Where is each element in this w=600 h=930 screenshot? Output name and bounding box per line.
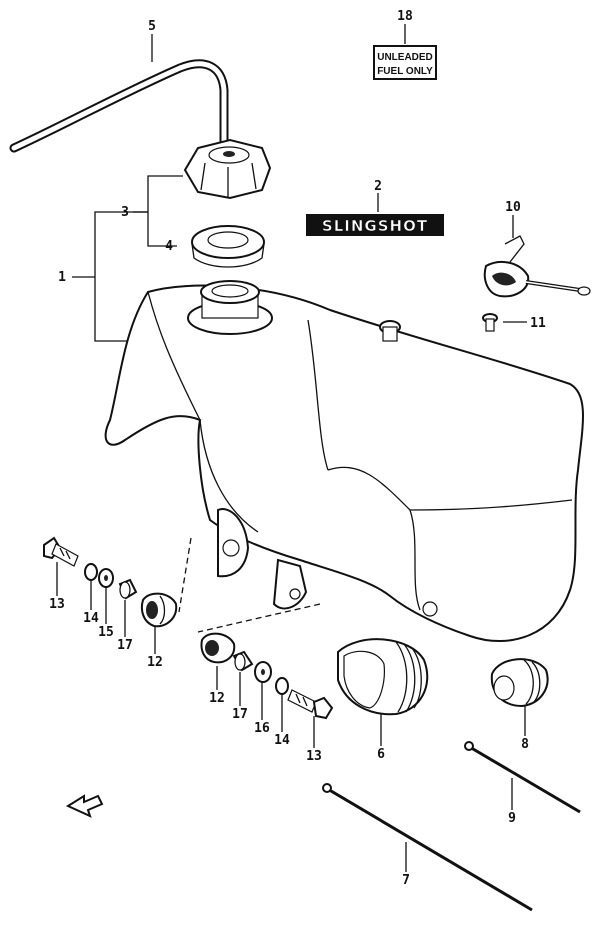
leader-lines: [56, 24, 527, 872]
callout-5: 5: [148, 19, 156, 34]
bolt-bottom: [287, 689, 334, 720]
callout-11: 11: [530, 316, 546, 331]
fuel-cap: [183, 138, 272, 200]
callout-18: 18: [397, 9, 413, 24]
callout-1: 1: [58, 270, 66, 285]
callout-17-left: 17: [117, 638, 133, 653]
cushion-left: [140, 592, 178, 628]
rear-cushion: [490, 658, 549, 708]
callout-numbers: 5 18 2 10 3 4 1 11 13 14 15 17 12 12 17 …: [49, 9, 546, 888]
callout-17-bottom: 17: [232, 707, 248, 722]
bolt-left: [43, 536, 79, 567]
flat-washer-bottom: [254, 661, 272, 683]
callout-13-left: 13: [49, 597, 65, 612]
fuel-tank: [104, 280, 584, 643]
left-mounting-hardware: [43, 536, 178, 628]
decal-line-1: UNLEADED: [377, 52, 433, 63]
front-direction-arrow-icon: [65, 794, 104, 818]
callout-12-bottom: 12: [209, 691, 225, 706]
callout-12-left: 12: [147, 655, 163, 670]
unleaded-fuel-decal: UNLEADED FUEL ONLY: [373, 45, 437, 80]
callout-9: 9: [508, 811, 516, 826]
fuel-cock-screw: [482, 313, 498, 332]
tank-strap-long: [322, 783, 533, 912]
bottom-mounting-hardware: [200, 632, 334, 720]
breather-hose: [9, 59, 229, 153]
flat-washer-left: [98, 568, 114, 588]
tank-strap-short: [464, 741, 581, 814]
collar-left: [118, 578, 138, 600]
callout-2: 2: [374, 179, 382, 194]
callout-3: 3: [121, 205, 129, 220]
fuel-cock: [483, 235, 591, 298]
callout-4: 4: [165, 239, 173, 254]
lock-washer-left: [84, 563, 98, 581]
callout-14-left: 14: [83, 611, 99, 626]
callout-10: 10: [505, 200, 521, 215]
cap-gasket: [191, 225, 265, 268]
decal-line-2: FUEL ONLY: [377, 66, 433, 77]
collar-bottom: [232, 650, 254, 672]
callout-14-bottom: 14: [274, 733, 290, 748]
callout-8: 8: [521, 737, 529, 752]
callout-13-bottom: 13: [306, 749, 322, 764]
lock-washer-bottom: [275, 677, 289, 695]
callout-15: 15: [98, 625, 114, 640]
callout-6: 6: [377, 747, 385, 762]
callout-7: 7: [402, 873, 410, 888]
cushion-bottom: [200, 632, 236, 664]
slingshot-emblem: SLINGSHOT: [306, 214, 444, 236]
large-cushion: [337, 638, 429, 716]
emblem-text: SLINGSHOT: [322, 217, 428, 235]
callout-16: 16: [254, 721, 270, 736]
